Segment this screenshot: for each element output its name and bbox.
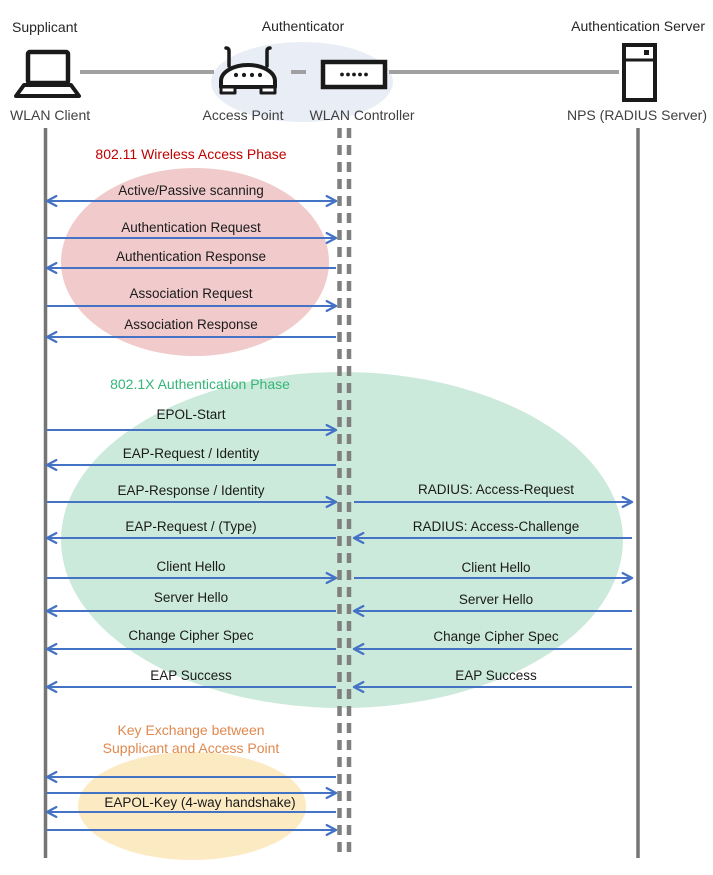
laptop-icon [14, 49, 81, 98]
device-label-access-point: Access Point [202, 107, 284, 123]
device-label-nps: NPS (RADIUS Server) [566, 107, 708, 123]
message-label: Server Hello [458, 592, 534, 607]
message-label: Client Hello [461, 560, 531, 575]
message-label: Change Cipher Spec [128, 628, 254, 643]
message-label: Association Response [124, 317, 258, 332]
phase2-ellipse [61, 372, 623, 708]
role-label-authenticator: Authenticator [261, 18, 345, 34]
message-label: RADIUS: Access-Challenge [412, 519, 580, 534]
access-point-icon [219, 46, 277, 95]
message-label: Active/Passive scanning [118, 183, 264, 198]
message-label: EAP Success [455, 668, 537, 683]
message-label: EPOL-Start [156, 407, 226, 422]
message-label: EAP-Response / Identity [117, 483, 265, 498]
phase3-ellipse [78, 752, 306, 860]
phase1-ellipse [61, 168, 329, 356]
message-label: EAP-Request / (Type) [125, 519, 257, 534]
wlan-controller-icon [320, 59, 388, 90]
phase3-title-line2: Supplicant and Access Point [102, 740, 280, 756]
role-label-authentication-server: Authentication Server [571, 18, 705, 34]
server-icon [622, 43, 657, 102]
role-label-supplicant: Supplicant [12, 19, 78, 35]
message-label: Association Request [129, 286, 253, 301]
message-label: Authentication Request [121, 220, 261, 235]
message-label: Authentication Response [115, 249, 267, 264]
message-label: Server Hello [153, 590, 229, 605]
message-label: EAPOL-Key (4-way handshake) [104, 795, 296, 810]
message-label: Change Cipher Spec [433, 629, 559, 644]
phase2-title: 802.1X Authentication Phase [110, 376, 290, 392]
message-label: Client Hello [156, 559, 226, 574]
message-arrows [45, 194, 634, 837]
message-label: EAP Success [150, 668, 232, 683]
device-label-wlan-controller: WLAN Controller [309, 107, 415, 123]
phase1-title: 802.11 Wireless Access Phase [95, 146, 287, 162]
message-label: EAP-Request / Identity [122, 446, 260, 461]
phase3-title-line1: Key Exchange between [117, 722, 265, 738]
device-label-wlan-client: WLAN Client [10, 107, 91, 123]
message-label: RADIUS: Access-Request [417, 482, 575, 497]
